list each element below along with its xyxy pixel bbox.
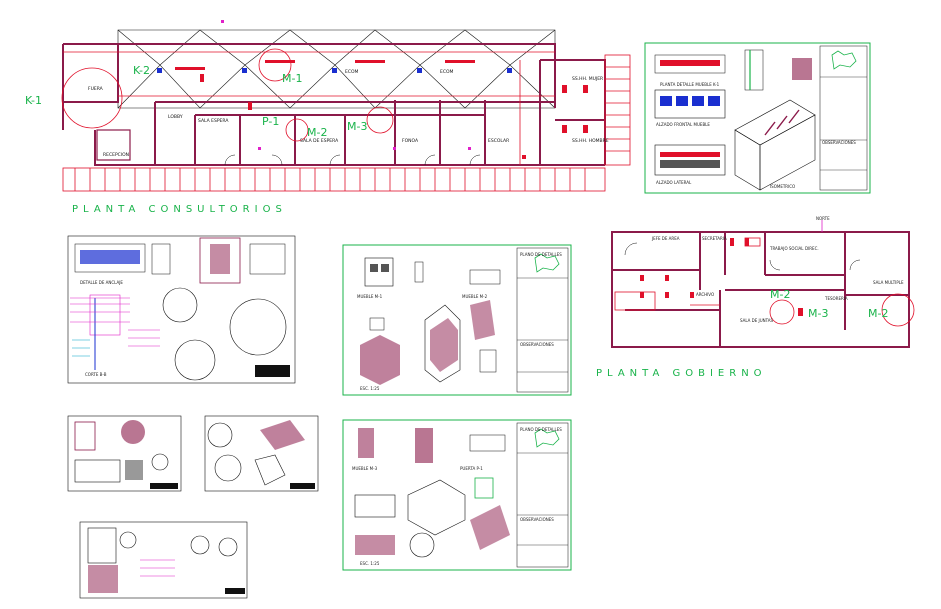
room-ecom-2: ECOM [440,69,454,75]
room-ecom-1: ECOM [345,69,359,75]
gob-room-trabajo: TRABAJO SOCIAL [769,246,804,251]
gob-tag-m3: M-3 [808,307,828,320]
room-fonoa: FONOA [402,138,419,144]
sheet3-title-m1: MUEBLE M-1 [357,294,383,299]
plan-consultorios: K-1 K-2 M-1 P-1 M-2 M-3 FUERA ECOM ECOM … [25,20,631,192]
gob-room-direc: DIREC. [805,246,819,251]
room-ss-mujer: SS.HH. MUJER [572,76,603,82]
gob-room-sala-juntas: SALA DE JUNTAS [740,318,774,323]
sheet3-scale: ESC. 1:25 [360,386,380,391]
sheet4-scale: ESC. 1:25 [360,561,380,566]
room-recepcion: RECEPCION [103,152,129,158]
sheet4-title-p1: PUERTA P-1 [460,466,483,471]
sheet4-detail-label: PLANO DE DETALLES [520,427,562,432]
sheet1-title-2: ALZADO FRONTAL MUEBLE [656,122,710,127]
room-fuera: FUERA [88,86,104,92]
tag-m3: M-3 [347,120,367,133]
room-sala: SALA ESPERA [198,118,229,124]
sheet2-title-2: CORTE B-B [85,372,107,377]
gob-room-tesoreria: TESORERIA [824,296,848,301]
room-sala-2: SALA DE ESPERA [300,138,339,144]
sheet-furniture-1: PLANO DE DETALLES OBSERVACIONES MUEBLE M… [342,244,572,396]
sheet4-title-m3: MUEBLE M-3 [352,466,378,471]
sheet4-obs-label: OBSERVACIONES [520,517,554,522]
sheet-obs-label-1: OBSERVACIONES [822,140,856,145]
room-ss-hombre: SS.HH. HOMBRE [572,138,609,144]
gob-room-archivo: ARCHIVO [696,292,714,297]
sheet-detail-k1: OBSERVACIONES PLANTA DETALLE MUEBLE K-1 … [644,42,871,194]
gob-tag-m2a: M-2 [770,288,790,301]
sheet2-title-1: DETALLE DE ANCLAJE [80,280,123,285]
sheet1-title-1: PLANTA DETALLE MUEBLE K-1 [660,82,720,87]
gob-tag-m2b: M-2 [868,307,888,320]
room-lobby: LOBBY [168,114,183,120]
plan-gobierno: NORTE M-2 M-3 M-2 JEFE DE AREA SECRETARI… [611,216,915,348]
sheet-detail-construction: DETALLE DE ANCLAJE CORTE B-B [67,235,296,384]
title-planta-gobierno: PLANTA GOBIERNO [596,368,767,379]
tag-m2: M-2 [307,126,327,139]
sheet3-obs-label: OBSERVACIONES [520,342,554,347]
tag-m1: M-1 [282,72,302,85]
sheet-furniture-2: PLANO DE DETALLES OBSERVACIONES MUEBLE M… [342,419,572,571]
tag-k1: K-1 [25,94,42,107]
sheet3-detail-label: PLANO DE DETALLES [520,252,562,257]
gob-room-jefe: JEFE DE AREA [651,236,680,241]
sheet3-title-m2: MUEBLE M-2 [462,294,488,299]
sheet1-title-4: ISOMETRICO [770,184,795,189]
gobierno-north: NORTE [816,216,830,221]
sheet-small-2 [204,415,319,492]
room-escolar: ESCOLAR [488,138,509,144]
title-planta-consultorios: PLANTA CONSULTORIOS [72,204,287,215]
sheet-small-1 [67,415,182,492]
sheet1-title-3: ALZADO LATERAL [656,180,692,185]
tag-p1: P-1 [262,115,279,128]
sheet-small-3 [79,521,248,599]
tag-k2: K-2 [133,64,150,77]
gob-room-secret: SECRETARIA [702,236,727,241]
gob-room-sala-mult: SALA MULTIPLE [873,280,904,285]
